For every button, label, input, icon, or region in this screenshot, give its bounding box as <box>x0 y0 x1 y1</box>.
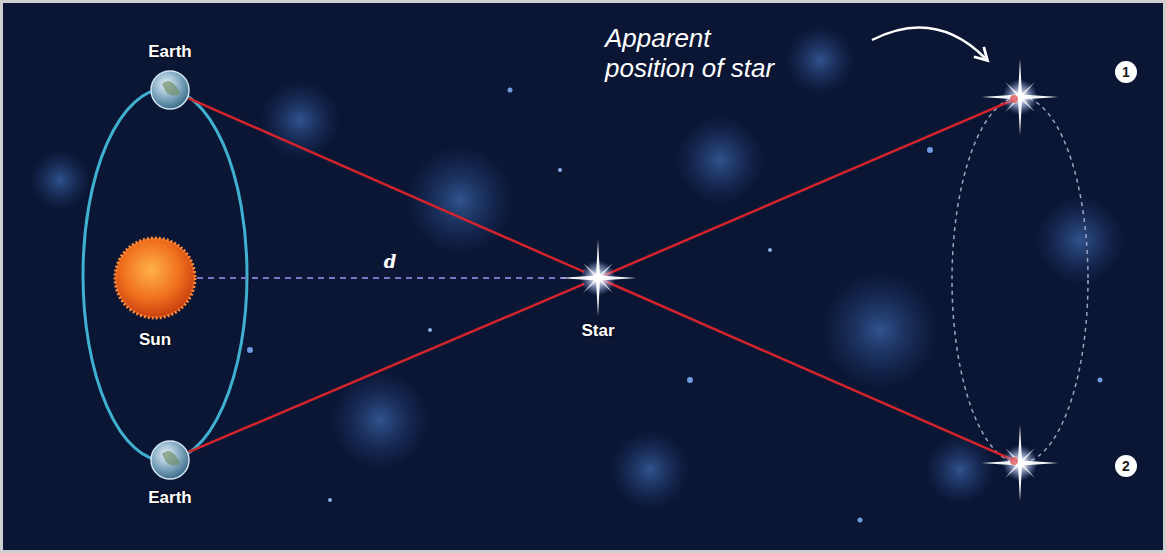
star-body-shape <box>583 263 613 293</box>
apparent-motion-ellipse <box>952 97 1088 463</box>
star-graphic <box>558 238 638 318</box>
sun-body-shape <box>113 236 197 320</box>
node-label: Star <box>581 321 614 341</box>
earth-planet: Earth <box>150 70 190 110</box>
callout-number: 2 <box>1115 455 1137 477</box>
apparent-star-tint <box>1010 457 1018 465</box>
earth-planet-shape <box>150 440 190 480</box>
sky-speckles <box>30 25 1125 523</box>
apparent-star <box>982 59 1059 136</box>
earth-land <box>162 81 180 96</box>
callout-number: 1 <box>1115 61 1137 83</box>
earth-orbit <box>83 89 247 461</box>
earth-planet-shape <box>150 70 190 110</box>
node-label: Sun <box>139 330 171 350</box>
apparent-star-tint <box>1010 95 1018 103</box>
sun-body: Sun <box>113 236 197 320</box>
sight-line-extension <box>598 278 1020 463</box>
sight-line <box>188 98 584 272</box>
earth-graphic <box>150 440 190 480</box>
annotation-text: Apparent position of star <box>605 24 790 84</box>
earth-planet: Earth <box>150 440 190 480</box>
node-label: Earth <box>148 42 191 62</box>
night-sky <box>3 3 1163 550</box>
star-sparkle <box>560 240 637 317</box>
sun-graphic <box>113 236 197 320</box>
star-body: Star <box>583 263 613 293</box>
apparent-star <box>982 425 1059 502</box>
sun-disc <box>115 238 195 318</box>
distance-label: d <box>381 251 400 272</box>
earth-graphic <box>150 70 190 110</box>
sight-line <box>188 284 584 452</box>
earth-land <box>162 451 180 466</box>
earth-disc <box>151 71 189 109</box>
node-label: Earth <box>148 488 191 508</box>
earth-disc <box>151 441 189 479</box>
pointer-arrow <box>872 28 985 58</box>
distance-line <box>197 277 583 279</box>
sight-line-extension <box>598 97 1020 278</box>
